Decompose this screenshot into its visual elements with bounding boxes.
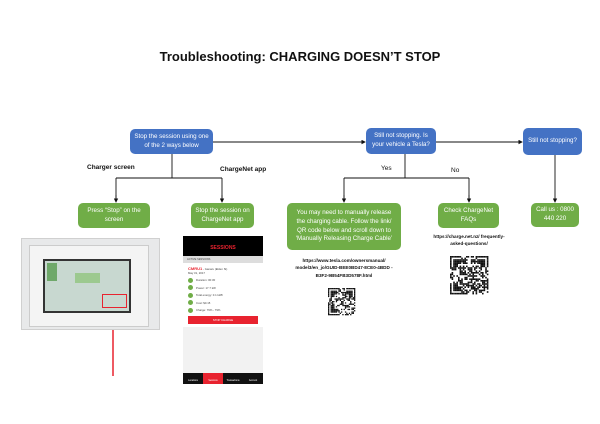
app-row: Duration: 00:30 xyxy=(188,277,258,283)
branch-tesla xyxy=(343,154,470,202)
app-row: Cost: $0.15 xyxy=(188,300,258,305)
charger-screen-label: Charger screen xyxy=(87,164,135,171)
chargenet-app-screenshot: SESSIONS ACTIVE SESSIONS CMRU1 - Ganaru … xyxy=(183,236,263,384)
stop-session-node: Stop the session using one of the 2 ways… xyxy=(130,129,213,154)
check-faq-node: Check ChargeNet FAQs xyxy=(438,203,499,228)
app-nav-item: Transactions xyxy=(226,380,240,382)
charger-screen-photo xyxy=(21,238,160,330)
app-nav-item: Sessions xyxy=(203,373,223,384)
tesla-url[interactable]: https://www.tesla.com/ownersmanual/ mode… xyxy=(295,258,393,278)
qr-code-tesla xyxy=(328,288,356,316)
app-nav-item: Locations xyxy=(188,380,198,382)
app-stop-node: Stop the session on ChargeNet app xyxy=(191,203,254,228)
page-title: Troubleshooting: CHARGING DOESN’T STOP xyxy=(159,49,441,64)
app-row: Total energy: 0.1 kWh xyxy=(188,292,258,298)
no-label: No xyxy=(451,167,460,174)
yes-label: Yes xyxy=(381,165,392,172)
qr-code-faq xyxy=(450,256,489,295)
stop-charge-button: STOP CHARGE xyxy=(188,315,258,324)
tesla-question-node: Still not stopping. Is your vehicle a Te… xyxy=(366,128,436,154)
still-not-stopping-node: Still not stopping? xyxy=(523,128,582,155)
branch-stop xyxy=(115,154,223,202)
chargenet-app-label: ChargeNet app xyxy=(220,166,267,173)
app-nav-item: Account xyxy=(248,380,258,382)
app-row: Power: 17.7 kW xyxy=(188,285,258,290)
faq-url[interactable]: https://charge.net.nz/ frequently-asked-… xyxy=(433,234,505,247)
tesla-release-node: You may need to manually release the cha… xyxy=(287,203,401,250)
call-us-node: Call us : 0800 440 220 xyxy=(531,203,579,227)
stop-button-highlight xyxy=(102,294,127,308)
app-row: Charge: 79% - 79% xyxy=(188,307,258,313)
press-stop-node: Press “Stop” on the screen xyxy=(78,203,150,228)
